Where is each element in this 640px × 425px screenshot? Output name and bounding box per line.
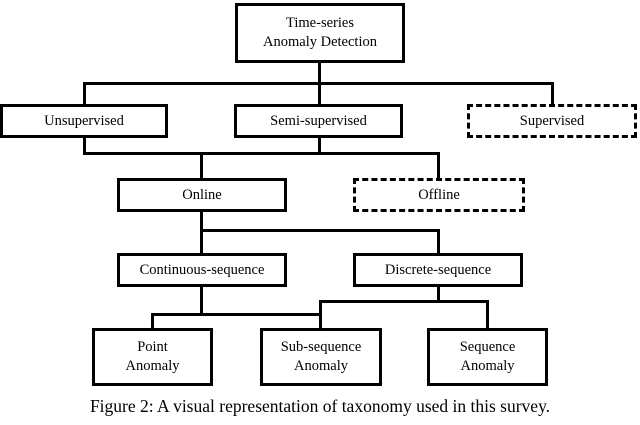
node-continuous-sequence: Continuous-sequence	[117, 253, 287, 287]
connector-line	[83, 82, 86, 104]
connector-line	[551, 82, 554, 104]
connector-line	[319, 300, 489, 303]
figure-caption: Figure 2: A visual representation of tax…	[89, 396, 551, 416]
node-sub-sequence-anomaly: Sub-sequence Anomaly	[260, 328, 382, 386]
node-offline: Offline	[353, 178, 525, 212]
node-semi-supervised: Semi-supervised	[234, 104, 403, 138]
connector-line	[83, 138, 86, 155]
connector-line	[200, 152, 203, 178]
connector-line	[318, 138, 321, 155]
connector-line	[319, 300, 322, 328]
node-sequence-anomaly: Sequence Anomaly	[427, 328, 548, 386]
connector-line	[437, 229, 440, 253]
connector-line	[83, 152, 440, 155]
connector-line	[200, 212, 203, 232]
node-discrete-sequence: Discrete-sequence	[353, 253, 523, 287]
connector-line	[200, 287, 203, 316]
node-unsupervised: Unsupervised	[0, 104, 168, 138]
connector-line	[486, 300, 489, 328]
node-supervised: Supervised	[467, 104, 637, 138]
connector-line	[318, 62, 321, 84]
node-point-anomaly: Point Anomaly	[92, 328, 213, 386]
connector-line	[151, 313, 154, 328]
node-time-series-anomaly-detection: Time-series Anomaly Detection	[235, 3, 405, 63]
connector-line	[200, 229, 440, 232]
connector-line	[318, 82, 321, 104]
connector-line	[200, 229, 203, 253]
connector-line	[151, 313, 321, 316]
connector-line	[437, 287, 440, 303]
node-online: Online	[117, 178, 287, 212]
connector-line	[437, 152, 440, 178]
